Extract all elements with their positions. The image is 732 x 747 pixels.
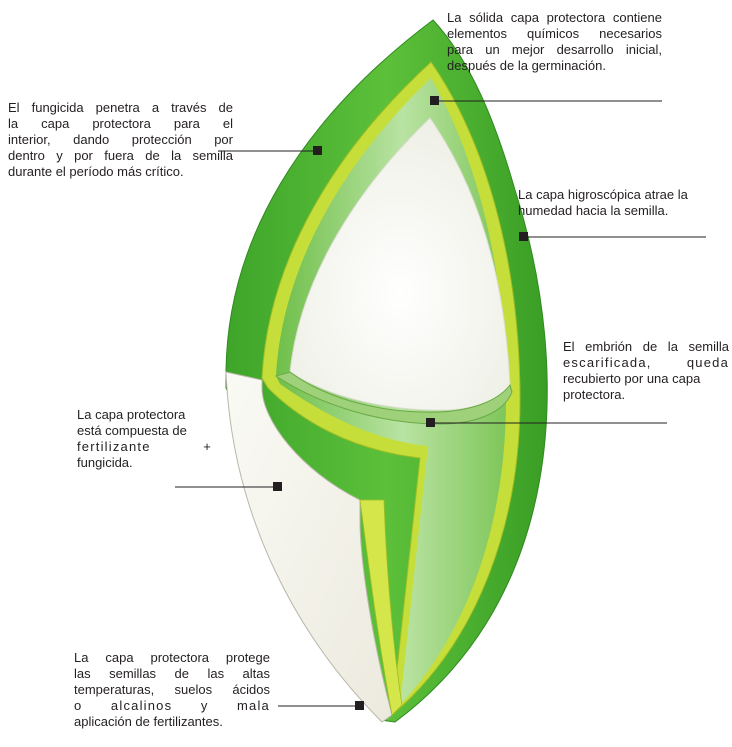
label-line: El embrión de la semilla [563, 339, 729, 354]
label-line: La sólida capa protectora contiene [447, 10, 662, 25]
label-hygroscopic: La capa higroscópica atrae la humedad ha… [518, 187, 728, 219]
label-line: protectora. [563, 387, 626, 402]
leader-markers [273, 96, 528, 710]
marker-mid-right [519, 232, 528, 241]
label-line: dentro y por fuera de la semilla [8, 148, 233, 163]
leader-lines [175, 100, 706, 707]
label-line: las semillas de las altas [74, 666, 270, 681]
label-line: para un mejor desarrollo inicial, [447, 42, 662, 57]
label-line: humedad hacia la semilla. [518, 203, 669, 218]
label-line: La capa higroscópica atrae la [518, 187, 688, 202]
label-line: La capa protectora protege [74, 650, 270, 665]
marker-top-right [430, 96, 439, 105]
seed-embryo-cavity [289, 117, 511, 411]
marker-top-left [313, 146, 322, 155]
label-line: recubierto por una capa [563, 371, 701, 386]
label-solid-layer: La sólida capa protectora contiene eleme… [447, 10, 662, 74]
label-line: La capa protectora [77, 407, 186, 422]
label-composition: La capa protectora está compuesta de fer… [77, 407, 212, 471]
label-line: está compuesta de [77, 423, 187, 438]
seed-cut-edge [359, 499, 403, 716]
label-line: durante el período más crítico. [8, 164, 184, 179]
marker-composition [273, 482, 282, 491]
label-line: o alcalinos y mala [74, 698, 270, 713]
label-line: interior, dando protección por [8, 132, 233, 147]
seed-cutaway-front [225, 371, 393, 723]
label-line: El fungicida penetra a través de [8, 100, 233, 115]
label-line: aplicación de fertilizantes. [74, 714, 223, 729]
label-embryo: El embrión de la semilla escarificada, q… [563, 339, 729, 403]
label-line: fertilizante + [77, 439, 212, 454]
label-line: después de la germinación. [447, 58, 606, 73]
seed-embryo-rim [274, 371, 513, 425]
label-line: fungicida. [77, 455, 133, 470]
marker-bottom [355, 701, 364, 710]
label-line: escarificada, queda [563, 355, 729, 370]
label-fungicide: El fungicida penetra a través de la capa… [8, 100, 233, 180]
label-protection: La capa protectora protege las semillas … [74, 650, 270, 730]
label-line: temperaturas, suelos ácidos [74, 682, 270, 697]
label-line: la capa protectora para el [8, 116, 233, 131]
marker-embryo [426, 418, 435, 427]
label-line: elementos químicos necesarios [447, 26, 662, 41]
